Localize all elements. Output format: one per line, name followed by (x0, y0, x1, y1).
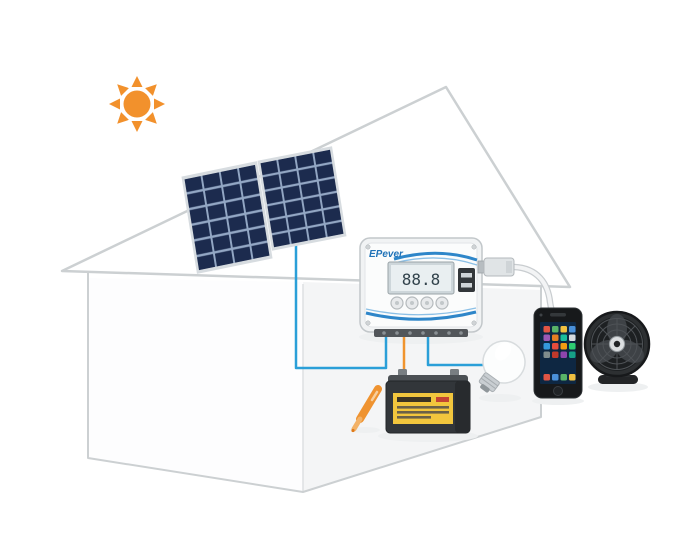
phone-home-button (553, 386, 563, 396)
phone-earpiece (550, 313, 566, 317)
fan-base (598, 375, 638, 384)
phone-camera (539, 313, 543, 317)
controller-bottom-accent (365, 310, 477, 321)
battery-label (393, 393, 453, 424)
pen (351, 385, 382, 433)
light-bulb (478, 340, 526, 393)
controller-screws (365, 244, 477, 326)
sun-icon (109, 76, 165, 132)
load-wire (426, 336, 484, 367)
battery (385, 369, 471, 434)
lcd-readout: 88.8 (402, 270, 441, 289)
house-front-wall (88, 278, 303, 492)
controller-bottom-accent-light (365, 307, 477, 316)
terminal-strip (374, 329, 468, 337)
usb-fan (583, 310, 651, 384)
controller-top-accent (393, 251, 478, 262)
solar-panel-array (181, 146, 347, 274)
brand-logo: EPever (369, 249, 404, 260)
controller-buttons (390, 296, 449, 310)
smartphone (533, 307, 583, 399)
solar-panel-left (181, 161, 273, 274)
usb-ports (458, 268, 475, 292)
solar-panel-right (257, 146, 347, 251)
house (60, 85, 572, 493)
pv-wire (294, 240, 388, 370)
bulb-contact (480, 384, 490, 393)
controller-top-accent-light (393, 257, 478, 266)
charge-controller: EPever 88.8 (359, 237, 483, 337)
lcd-screen (391, 265, 451, 291)
phone-app-grid (543, 326, 576, 381)
